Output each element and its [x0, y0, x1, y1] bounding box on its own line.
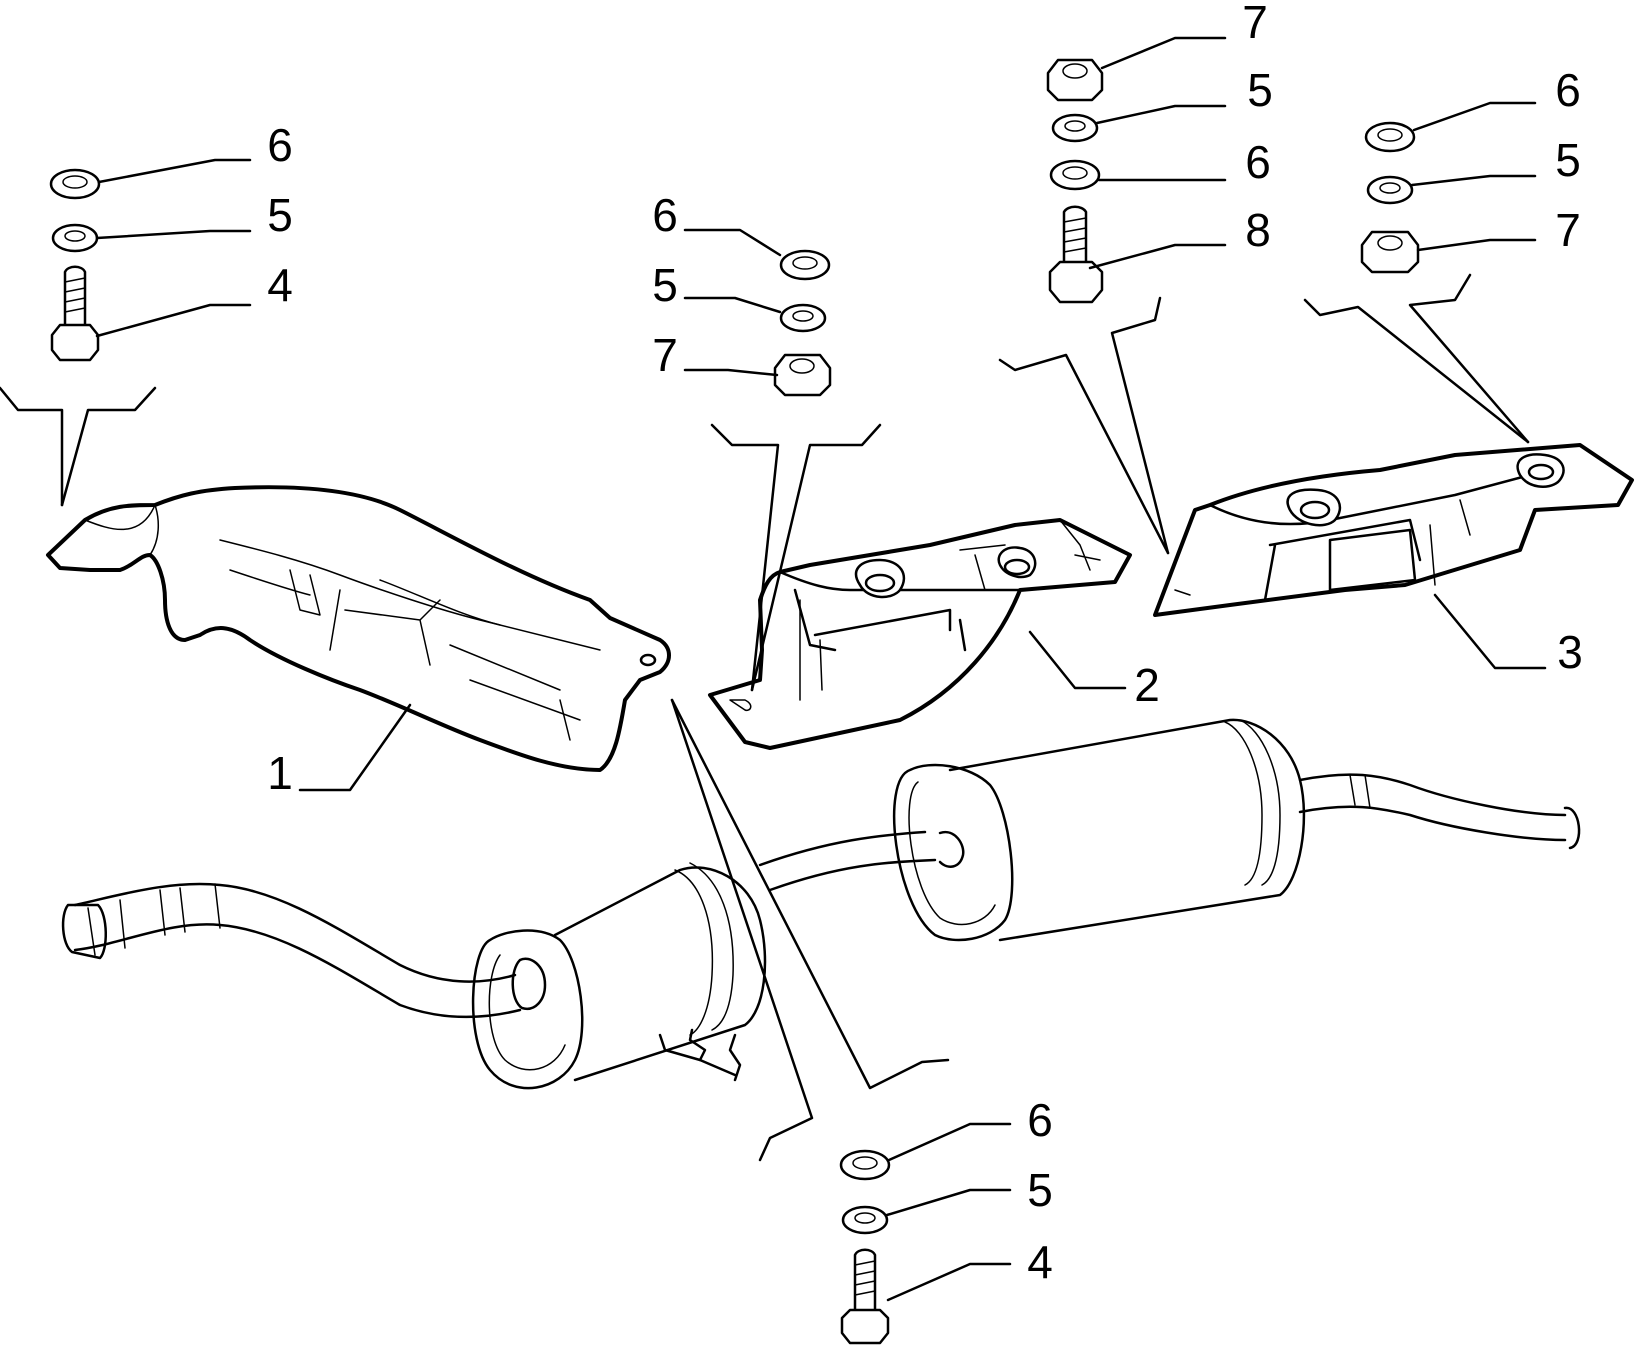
callout-5-bottom: 5: [1027, 1164, 1053, 1216]
callout-4-bottom: 4: [1027, 1236, 1053, 1288]
callout-1: 1: [267, 747, 293, 799]
callout-5-right: 5: [1247, 64, 1273, 116]
callout-5-far-right: 5: [1555, 134, 1581, 186]
heat-shield-middle: [708, 518, 1132, 750]
callout-labels: 1 2 3 4 5 6 6 5 7 7 5 6 8 6 5 7 6 5 4: [267, 0, 1583, 1288]
heat-shield-front: [46, 485, 671, 772]
callout-leaders: [95, 36, 1547, 1302]
callout-8-right: 8: [1245, 204, 1271, 256]
hardware-stack-a: [49, 168, 101, 362]
exhaust-pipe-assembly: [61, 718, 1581, 1090]
callout-2: 2: [1134, 659, 1160, 711]
callout-5-middle: 5: [652, 259, 678, 311]
heat-shield-rear: [1153, 443, 1634, 617]
callout-4-top-left: 4: [267, 259, 293, 311]
callout-6-bottom: 6: [1027, 1094, 1053, 1146]
callout-7-middle: 7: [652, 329, 678, 381]
callout-6-right: 6: [1245, 136, 1271, 188]
hardware-stack-d: [1360, 121, 1420, 274]
callout-5-top-left: 5: [267, 189, 293, 241]
assembly-pointer-lines: [0, 273, 1530, 1162]
callout-3: 3: [1557, 626, 1583, 678]
hardware-stack-c: [1046, 58, 1104, 304]
hardware-stack-b: [773, 249, 832, 397]
callout-7-right: 7: [1242, 0, 1268, 48]
callout-7-far-right: 7: [1555, 204, 1581, 256]
callout-6-far-right: 6: [1555, 64, 1581, 116]
callout-6-middle: 6: [652, 189, 678, 241]
callout-6-top-left: 6: [267, 119, 293, 171]
hardware-stack-e: [839, 1149, 891, 1345]
